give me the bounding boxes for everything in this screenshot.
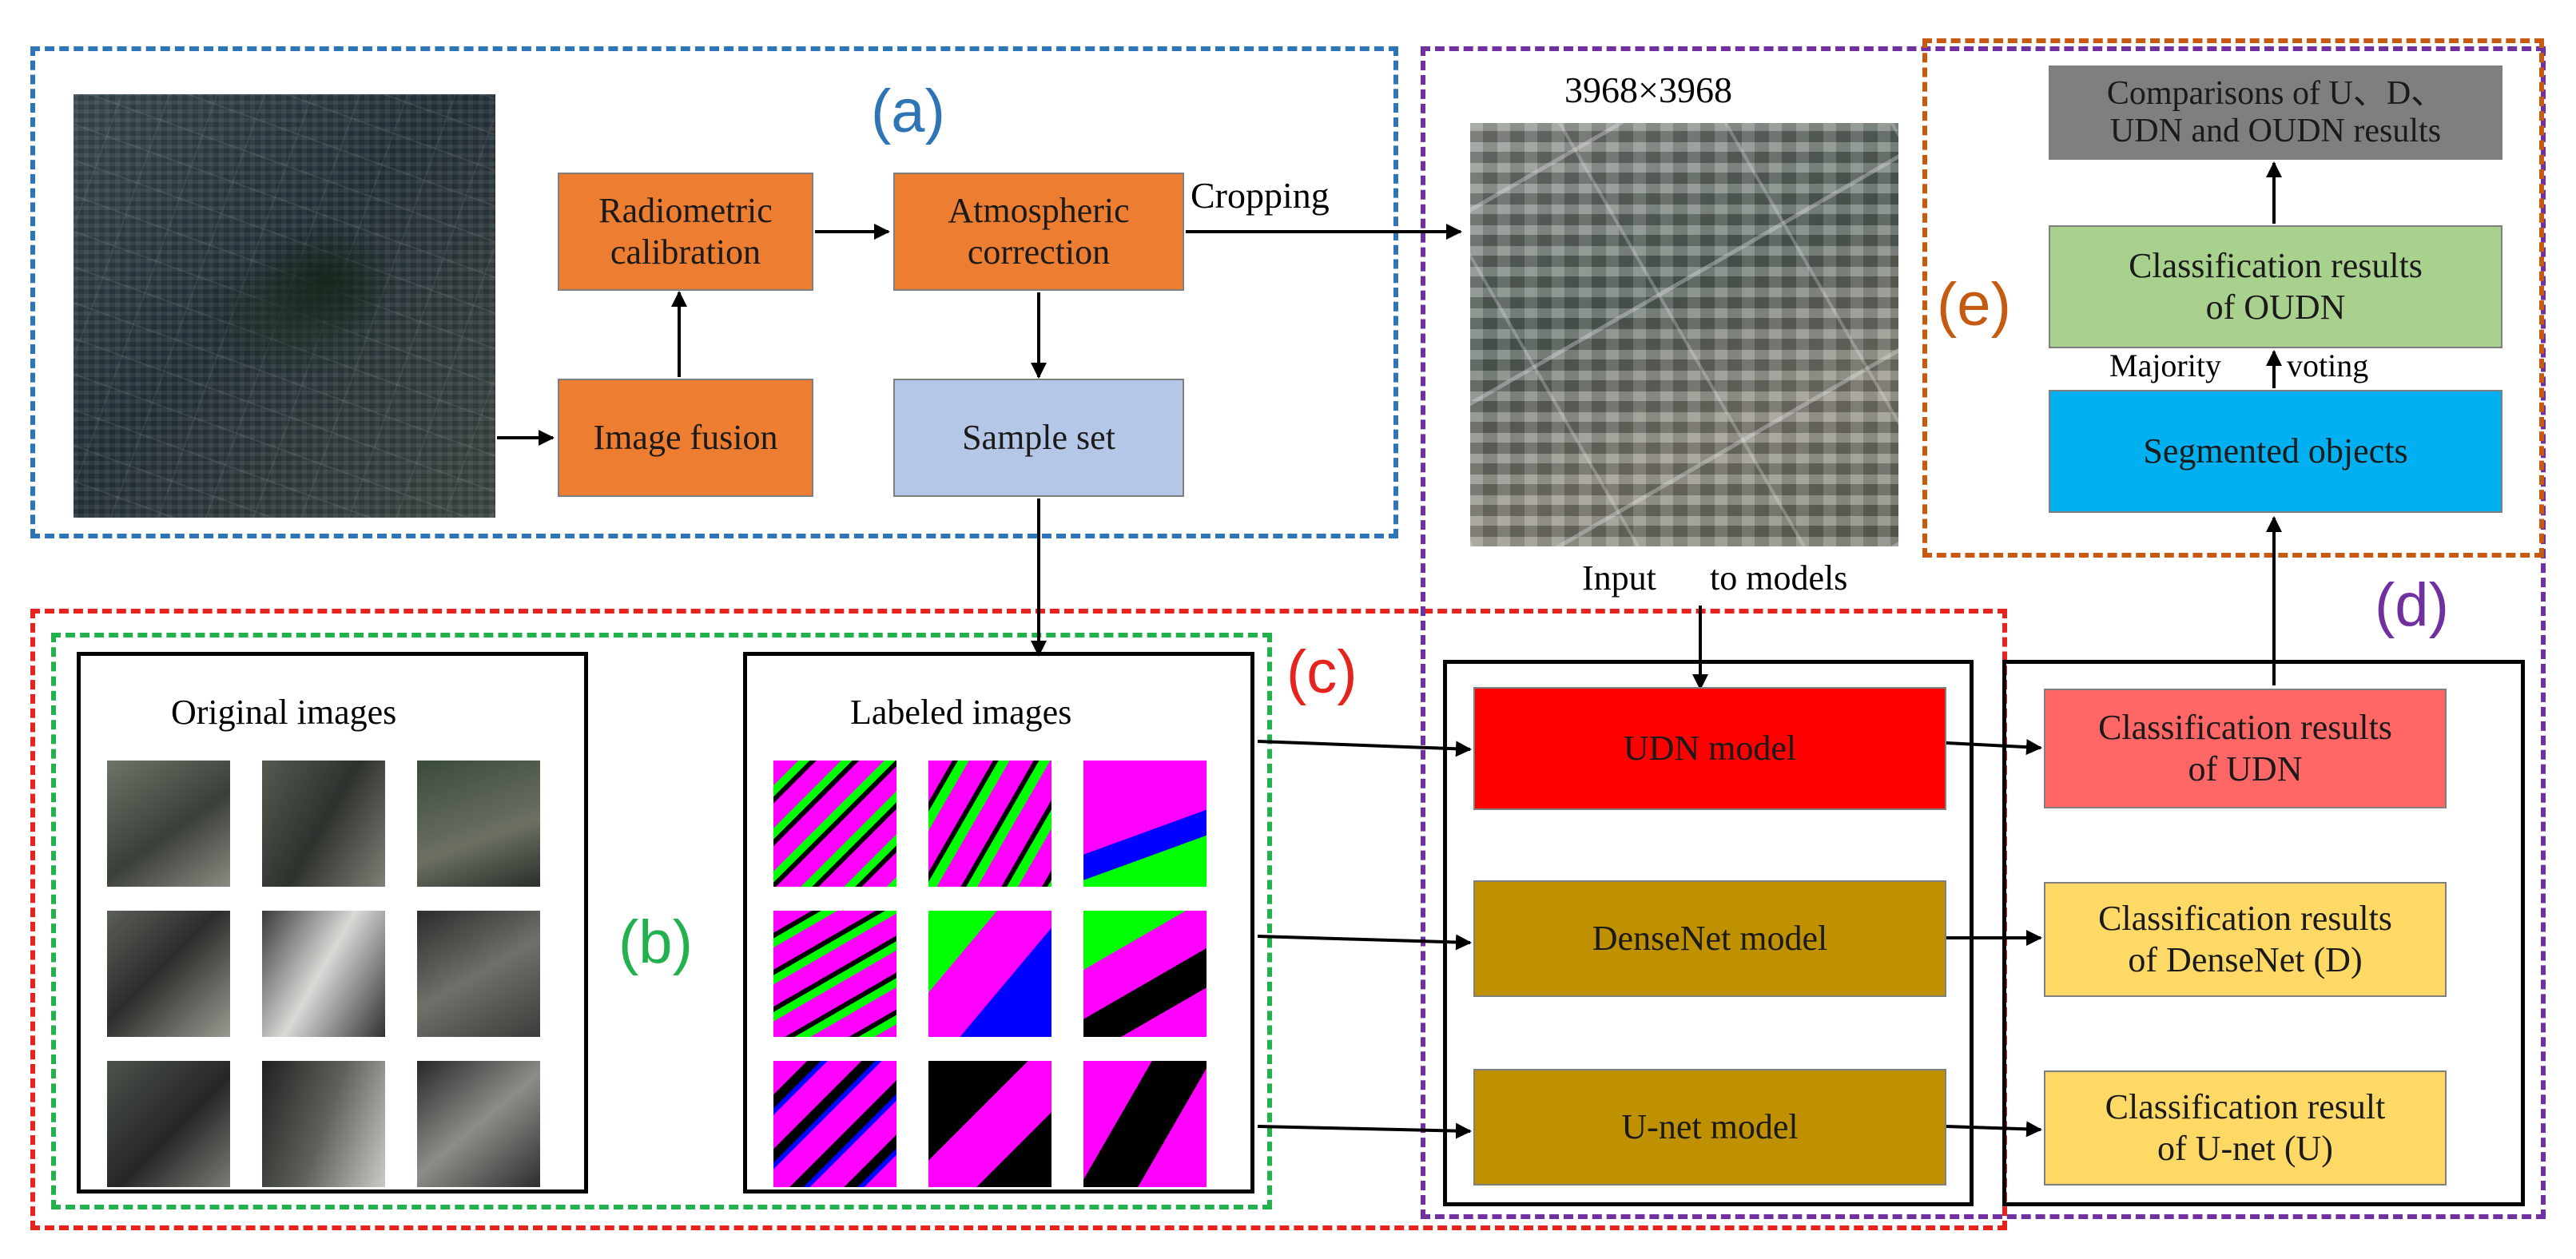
panel-b-frame (51, 633, 1272, 1209)
input-label: Input (1582, 558, 1656, 598)
original-thumbnail (417, 911, 540, 1037)
labeled-thumbnail (773, 911, 896, 1037)
panel-label-b: (b) (618, 908, 693, 976)
original-images-title: Original images (171, 693, 397, 732)
panel-e-frame (1922, 38, 2544, 558)
unet-model-node: U-net model (1473, 1069, 1946, 1186)
to-models-label: to models (1710, 558, 1848, 598)
panel-d-frame (1421, 46, 2546, 1219)
labeled-thumbnail (773, 761, 896, 887)
results-frame (2002, 660, 2525, 1206)
udn-result-node: Classification results of UDN (2044, 689, 2447, 808)
models-frame (1443, 660, 1974, 1206)
original-thumbnail (262, 761, 385, 887)
sample-set-node: Sample set (893, 379, 1184, 497)
labeled-thumbnail (1083, 761, 1207, 887)
original-thumbnail (107, 761, 230, 887)
arrow-labeled-to-unet (1257, 1122, 1472, 1139)
original-thumbnail (417, 1061, 540, 1187)
radiometric-calibration-node: Radiometric calibration (558, 173, 813, 291)
majority-label: Majority (2109, 348, 2221, 383)
image-fusion-node: Image fusion (558, 379, 813, 497)
labeled-thumbnail (928, 1061, 1051, 1187)
arrow-unet-to-result (1946, 1121, 2042, 1138)
arrow-labeled-to-densenet (1257, 934, 1472, 951)
arrow-udn-to-result (1946, 739, 2042, 756)
study-area-image (1470, 123, 1898, 546)
atmospheric-correction-node: Atmospheric correction (893, 173, 1184, 291)
raw-satellite-image (74, 94, 495, 518)
cropping-label: Cropping (1191, 175, 1330, 216)
labeled-images-frame (743, 652, 1254, 1193)
segmented-objects-node: Segmented objects (2049, 390, 2502, 513)
original-thumbnail (262, 911, 385, 1037)
image-size-label: 3968×3968 (1564, 70, 1732, 110)
arrow-labeled-to-udn (1257, 740, 1472, 757)
labeled-thumbnail (1083, 911, 1207, 1037)
panel-label-a: (a) (871, 77, 945, 145)
labeled-thumbnail (1083, 1061, 1207, 1187)
panel-label-e: (e) (1937, 271, 2011, 339)
panel-a-frame (30, 46, 1398, 538)
panel-label-c: (c) (1286, 638, 1358, 706)
unet-result-node: Classification result of U-net (U) (2044, 1070, 2447, 1186)
densenet-result-node: Classification results of DenseNet (D) (2044, 882, 2447, 997)
labeled-thumbnail (928, 911, 1051, 1037)
voting-label: voting (2287, 348, 2369, 383)
original-thumbnail (417, 761, 540, 887)
comparison-node: Comparisons of U、D、 UDN and OUDN results (2049, 66, 2502, 160)
panel-label-d: (d) (2375, 571, 2449, 639)
densenet-model-node: DenseNet model (1473, 880, 1946, 997)
original-thumbnail (107, 911, 230, 1037)
labeled-thumbnail (928, 761, 1051, 887)
original-images-frame (77, 652, 588, 1193)
udn-model-node: UDN model (1473, 687, 1946, 810)
labeled-thumbnail (773, 1061, 896, 1187)
original-thumbnail (107, 1061, 230, 1187)
labeled-images-title: Labeled images (850, 693, 1072, 732)
oudn-result-node: Classification results of OUDN (2049, 225, 2502, 348)
original-thumbnail (262, 1061, 385, 1187)
